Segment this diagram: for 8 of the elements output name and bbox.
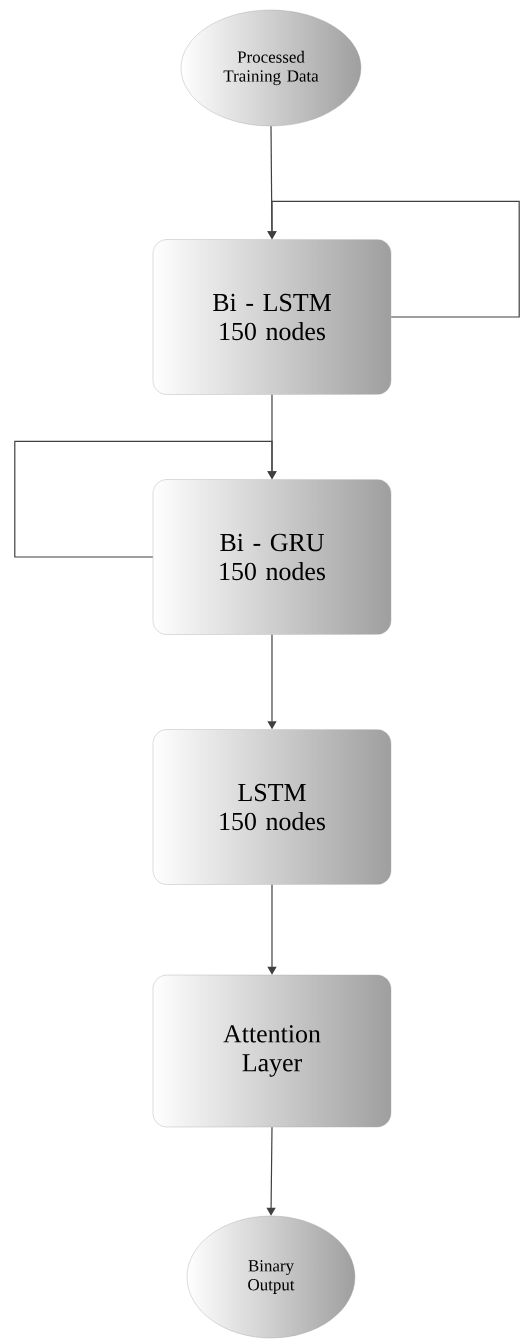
process-box: LSTM 150 nodes xyxy=(152,729,392,885)
process-box: Attention Layer xyxy=(152,974,392,1128)
arrow xyxy=(267,884,277,975)
arrow xyxy=(267,200,520,318)
arrow xyxy=(14,440,277,558)
process-box: Bi - LSTM 150 nodes xyxy=(152,239,392,395)
process-box: Bi - GRU 150 nodes xyxy=(152,479,392,635)
arrow xyxy=(266,1126,276,1216)
